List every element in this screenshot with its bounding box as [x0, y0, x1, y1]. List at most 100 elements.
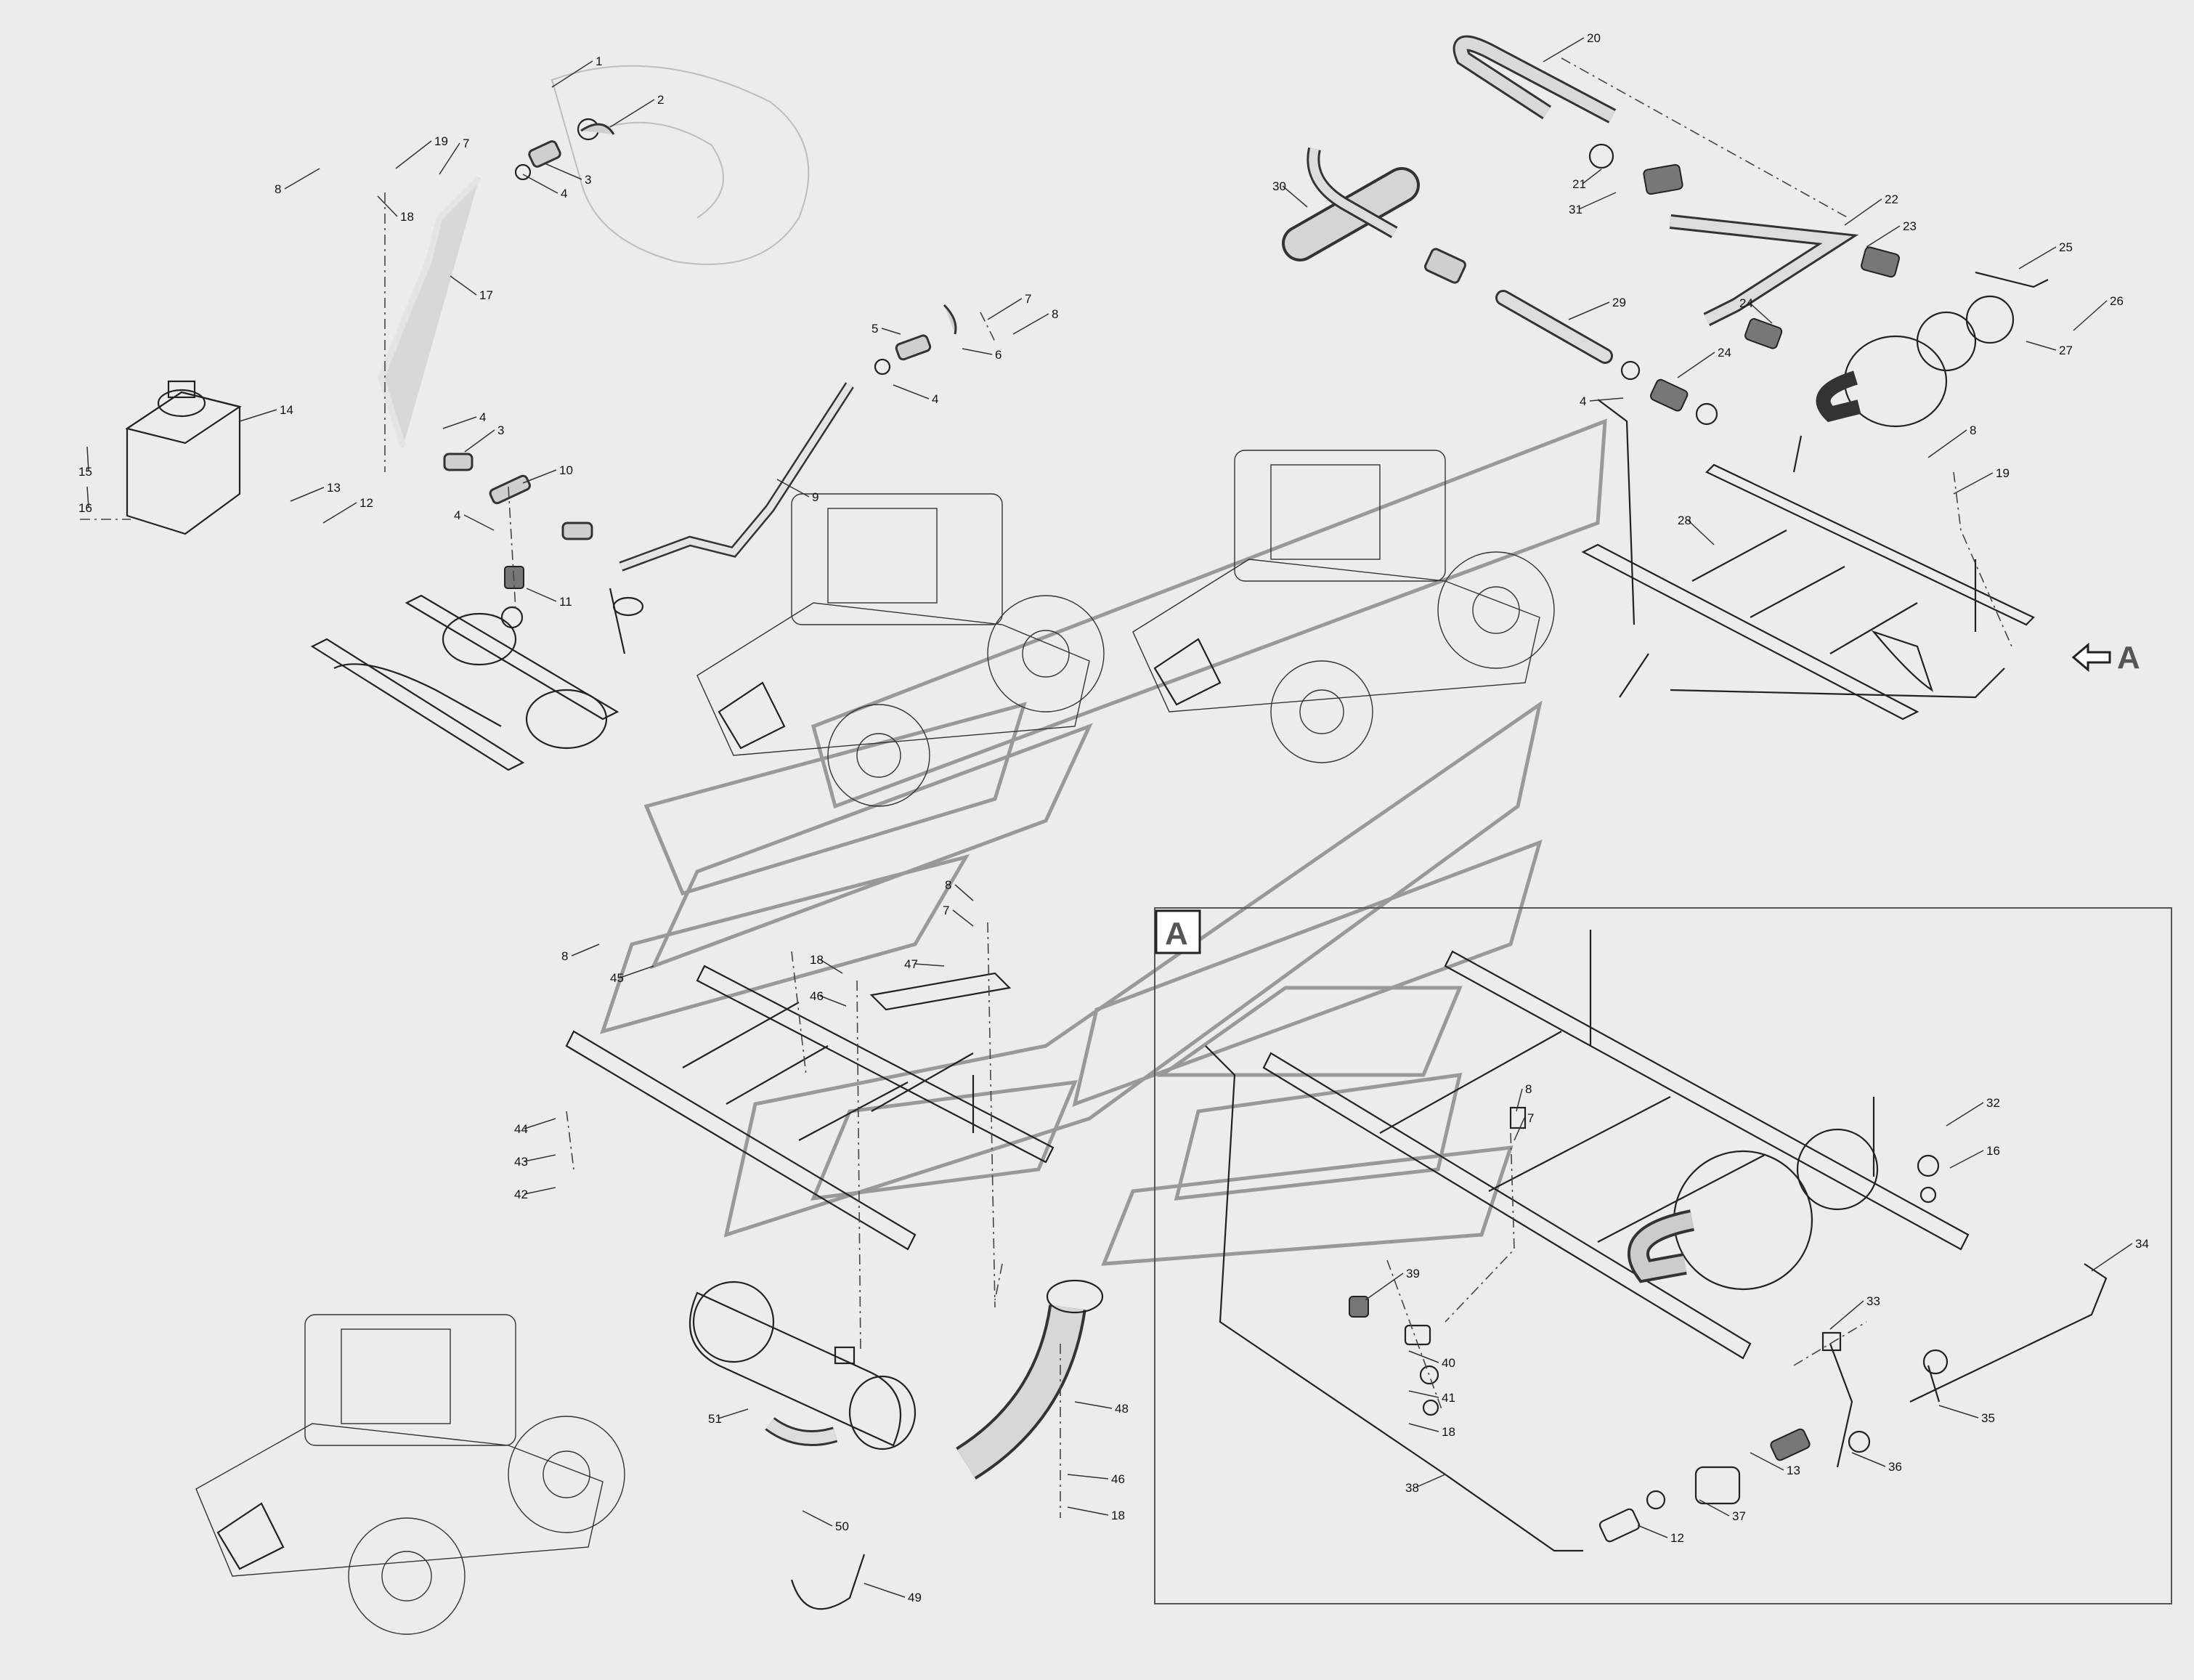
- callout-label-c18c: 18: [1111, 1509, 1125, 1522]
- callout-label-c4e: 4: [1580, 394, 1586, 408]
- callout-leader-c20: [1543, 37, 1585, 62]
- callout-leader-c24a: [1749, 302, 1773, 324]
- detail-a-frame: A: [1154, 907, 2172, 1604]
- callout-label-c16a: 16: [78, 501, 92, 515]
- callout-label-c1: 1: [596, 54, 602, 68]
- callout-label-c8c: 8: [1970, 423, 1976, 437]
- callout-label-c24b: 24: [1718, 346, 1731, 360]
- callout-leader-c8f: [1516, 1088, 1523, 1112]
- callout-label-c12a: 12: [359, 496, 373, 510]
- callout-leader-c38: [1415, 1474, 1446, 1488]
- callout-leader-c10: [522, 469, 557, 484]
- callout-label-c24a: 24: [1739, 296, 1753, 310]
- callout-leader-c1: [551, 60, 593, 88]
- air-cleaner: [1816, 271, 2049, 428]
- callout-label-c10: 10: [559, 463, 573, 477]
- fuel-tank: [125, 380, 242, 535]
- callout-leader-c45: [619, 965, 654, 978]
- callout-leader-c18b: [819, 959, 843, 974]
- background-ghost-sketch: [550, 65, 810, 265]
- callout-leader-c4e: [1589, 397, 1624, 402]
- pipe-9: [619, 382, 854, 572]
- callout-label-c40: 40: [1442, 1356, 1455, 1370]
- callout-leader-c19a: [395, 140, 432, 169]
- callout-leader-c7d: [1514, 1117, 1525, 1141]
- callout-label-c23: 23: [1903, 219, 1917, 233]
- tractor-illustration-1: [696, 493, 1105, 807]
- callout-label-c7b: 7: [1025, 292, 1031, 306]
- callout-label-c27: 27: [2059, 344, 2073, 357]
- callout-leader-c44: [524, 1118, 556, 1129]
- callout-leader-c8c: [1927, 429, 1967, 458]
- callout-label-c46b: 46: [1111, 1472, 1125, 1486]
- view-a-label: A: [2117, 640, 2140, 675]
- callout-label-c13b: 13: [1787, 1464, 1800, 1477]
- callout-label-c15: 15: [78, 465, 92, 479]
- hoses-top-right: [1424, 143, 1901, 426]
- callout-leader-c29: [1568, 301, 1610, 320]
- frame-28: [1581, 399, 2035, 721]
- detail-a-fuel-line-34: [1829, 1263, 2108, 1468]
- callout-label-c51: 51: [708, 1412, 722, 1426]
- callout-leader-c26: [2073, 300, 2108, 331]
- callout-label-c4b: 4: [479, 410, 486, 424]
- callout-leader-c15: [86, 446, 89, 472]
- callout-label-c18b: 18: [810, 953, 824, 967]
- callout-leader-c18d: [1408, 1423, 1439, 1432]
- callout-label-c4d: 4: [932, 392, 938, 406]
- callout-leader-c33: [1829, 1300, 1864, 1330]
- callout-leader-c36: [1851, 1452, 1886, 1467]
- callout-leader-c3b: [464, 429, 495, 453]
- tractor-illustration-2: [1132, 450, 1555, 763]
- callout-leader-c8b: [1012, 313, 1049, 335]
- callout-label-c30: 30: [1272, 179, 1286, 193]
- callout-label-c9: 9: [812, 490, 818, 504]
- pipe-22: [1669, 214, 1859, 326]
- callout-leader-c6: [962, 348, 993, 355]
- pipe-29: [1495, 290, 1613, 364]
- callout-label-c43: 43: [514, 1155, 528, 1169]
- callout-leader-c34: [2091, 1243, 2133, 1272]
- callout-label-c42: 42: [514, 1188, 528, 1201]
- callout-label-c31: 31: [1569, 203, 1582, 216]
- callout-label-c35: 35: [1981, 1411, 1995, 1425]
- callout-leader-c8e: [571, 944, 600, 957]
- callout-leader-c16b: [1949, 1150, 1984, 1169]
- callout-label-c32: 32: [1986, 1096, 2000, 1110]
- callout-label-c18d: 18: [1442, 1425, 1455, 1439]
- callout-leader-c7b: [987, 298, 1023, 320]
- callout-leader-c50: [802, 1510, 833, 1527]
- callout-leader-c2: [609, 99, 655, 128]
- callout-label-c7d: 7: [1527, 1111, 1534, 1125]
- callout-leader-c4b: [442, 416, 477, 429]
- callout-leader-c39: [1365, 1273, 1404, 1301]
- callout-label-c37: 37: [1732, 1509, 1746, 1523]
- callout-leader-c9: [776, 479, 810, 498]
- callout-label-c6: 6: [995, 348, 1001, 362]
- frame-assembly-top-left: [310, 588, 644, 771]
- callout-leader-c14: [239, 409, 277, 422]
- callout-leader-c35: [1938, 1405, 1979, 1419]
- callouts: 1234781819171415161312431041195678420213…: [78, 31, 2149, 1604]
- callout-label-c36: 36: [1888, 1460, 1902, 1474]
- small-parts-top-left: [443, 118, 957, 629]
- callout-label-c13a: 13: [327, 481, 341, 495]
- callout-leader-c13a: [290, 487, 325, 502]
- pipe-17: [378, 175, 482, 448]
- callout-label-c46a: 46: [810, 989, 824, 1003]
- emblem-outline-right: [810, 418, 1607, 1266]
- callout-label-c12b: 12: [1670, 1531, 1684, 1545]
- callout-leader-c41: [1408, 1390, 1439, 1398]
- callout-leader-c7c: [952, 909, 974, 927]
- detail-a-frame-rails: [1262, 930, 1970, 1360]
- callout-label-c26: 26: [2110, 294, 2124, 308]
- callout-label-c44: 44: [514, 1122, 528, 1136]
- callout-leader-c8d: [954, 884, 974, 901]
- callout-label-c33: 33: [1866, 1294, 1880, 1308]
- callout-leader-c16a: [86, 486, 89, 508]
- callout-label-c17: 17: [479, 288, 493, 302]
- callout-label-c16b: 16: [1986, 1144, 2000, 1158]
- callout-label-c22: 22: [1885, 192, 1898, 206]
- callout-label-c8b: 8: [1052, 307, 1058, 321]
